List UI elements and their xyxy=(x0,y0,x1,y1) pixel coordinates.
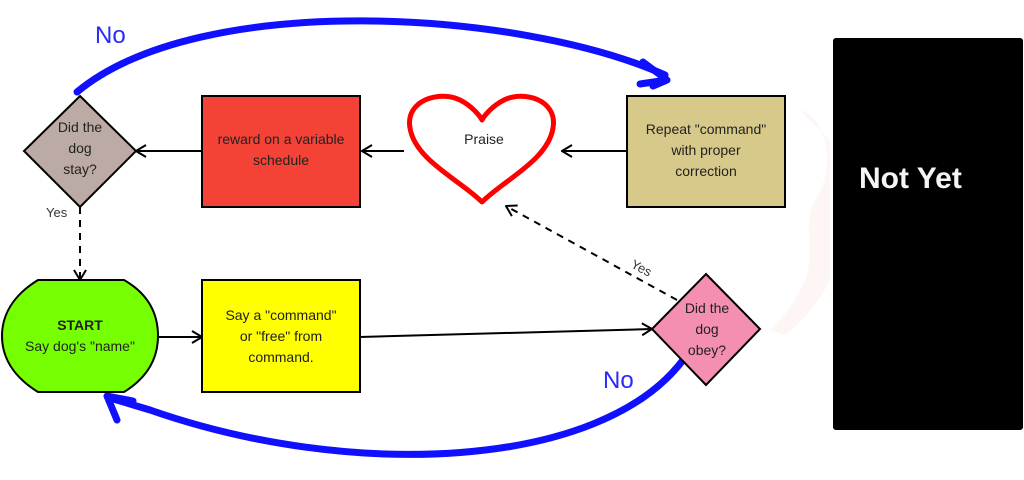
obey-no-arc xyxy=(106,356,687,458)
obey-yes-label: Yes xyxy=(629,256,655,279)
obey-decision-line-2: dog xyxy=(695,321,718,337)
stay-decision-line-1: Did the xyxy=(58,119,103,135)
repeat-line-2: with proper xyxy=(670,142,741,158)
edge-say-to-obey xyxy=(359,329,652,338)
stay-decision-line-3: stay? xyxy=(63,161,97,177)
start-line-1: Say dog's "name" xyxy=(25,338,135,354)
obey-decision-line-3: obey? xyxy=(688,342,726,358)
obey-decision-node: Did the dog obey? xyxy=(650,272,762,387)
say-command-node: Say a "command" or "free" from command. xyxy=(201,279,361,393)
stay-no-label: No xyxy=(95,22,126,49)
reward-line-1: reward on a variable xyxy=(218,131,345,147)
edge-obey-yes-to-praise xyxy=(506,206,678,301)
say-command-line-2: or "free" from xyxy=(240,328,322,344)
ghost-figure xyxy=(770,110,830,335)
start-title: START xyxy=(57,317,103,333)
reward-node: reward on a variable schedule xyxy=(201,95,361,208)
stay-decision-line-2: dog xyxy=(68,140,91,156)
praise-node: Praise xyxy=(407,93,556,205)
stay-no-arc xyxy=(73,17,669,96)
say-command-line-1: Say a "command" xyxy=(225,307,336,323)
not-yet-label: Not Yet xyxy=(859,162,962,195)
start-node: START Say dog's "name" xyxy=(0,279,160,393)
repeat-node: Repeat "command" with proper correction xyxy=(626,95,786,208)
obey-decision-line-1: Did the xyxy=(685,300,730,316)
stay-yes-label: Yes xyxy=(46,205,68,220)
not-yet-panel: Not Yet xyxy=(833,38,1023,430)
stay-no-arrowhead xyxy=(636,58,671,90)
obey-no-label: No xyxy=(603,367,634,394)
obey-no-arrowhead xyxy=(103,392,137,424)
stay-decision-node: Did the dog stay? xyxy=(22,94,138,209)
heart-icon xyxy=(407,93,556,205)
repeat-line-3: correction xyxy=(675,163,736,179)
repeat-line-1: Repeat "command" xyxy=(646,121,766,137)
praise-label: Praise xyxy=(464,131,504,147)
say-command-line-3: command. xyxy=(248,349,313,365)
reward-line-2: schedule xyxy=(253,152,309,168)
